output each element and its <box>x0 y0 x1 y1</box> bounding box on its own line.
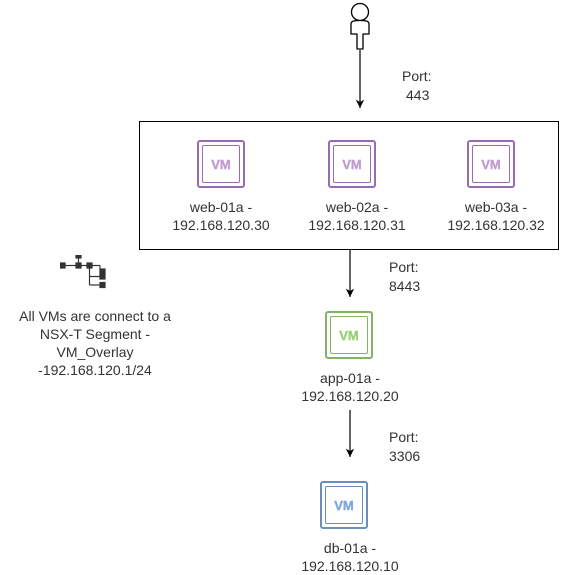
segment-note-line3: VM_Overlay <box>56 344 134 360</box>
vm-badge: VM <box>334 497 354 513</box>
vm-badge: VM <box>211 156 231 172</box>
port-label-line1: Port: <box>389 259 419 275</box>
vm-ip: 192.168.120.31 <box>308 217 406 233</box>
vm-name: web-02a - <box>325 199 389 215</box>
web-tier-group <box>139 121 559 250</box>
port-label-line2: 443 <box>406 87 430 103</box>
vm-icon: VM <box>328 140 376 188</box>
user-icon <box>350 2 370 50</box>
port-label-line1: Port: <box>389 429 419 445</box>
vm-icon: VM <box>197 140 245 188</box>
app-01a-label: app-01a - 192.168.120.20 <box>290 369 410 405</box>
port-label-3306: Port: 3306 <box>389 428 420 466</box>
web-03a-label: web-03a - 192.168.120.32 <box>436 198 556 234</box>
port-label-line2: 8443 <box>389 278 421 294</box>
vm-icon: VM <box>325 311 373 359</box>
db-01a-label: db-01a - 192.168.120.10 <box>290 539 410 575</box>
vm-ip: 192.168.120.20 <box>301 388 399 404</box>
segment-note-line2: NSX-T Segment - <box>39 326 151 342</box>
segment-note: All VMs are connect to a NSX-T Segment -… <box>0 307 190 379</box>
vm-name: web-01a - <box>189 199 253 215</box>
vm-name: web-03a - <box>464 199 528 215</box>
vm-icon: VM <box>320 481 368 529</box>
vm-name: app-01a - <box>320 370 380 386</box>
vm-ip: 192.168.120.10 <box>301 558 399 574</box>
network-tree-icon <box>60 255 106 289</box>
web-02a-label: web-02a - 192.168.120.31 <box>297 198 417 234</box>
segment-note-line1: All VMs are connect to a <box>19 308 171 324</box>
port-label-line1: Port: <box>402 68 432 84</box>
port-label-line2: 3306 <box>389 448 421 464</box>
vm-icon: VM <box>467 140 515 188</box>
segment-note-line4: -192.168.120.1/24 <box>38 362 152 378</box>
vm-ip: 192.168.120.30 <box>172 217 270 233</box>
vm-badge: VM <box>342 156 362 172</box>
vm-badge: VM <box>339 327 359 343</box>
vm-badge: VM <box>481 156 501 172</box>
vm-ip: 192.168.120.32 <box>447 217 545 233</box>
web-01a-label: web-01a - 192.168.120.30 <box>161 198 281 234</box>
port-label-8443: Port: 8443 <box>389 258 420 296</box>
port-label-443: Port: 443 <box>402 67 432 105</box>
vm-name: db-01a - <box>323 540 377 556</box>
